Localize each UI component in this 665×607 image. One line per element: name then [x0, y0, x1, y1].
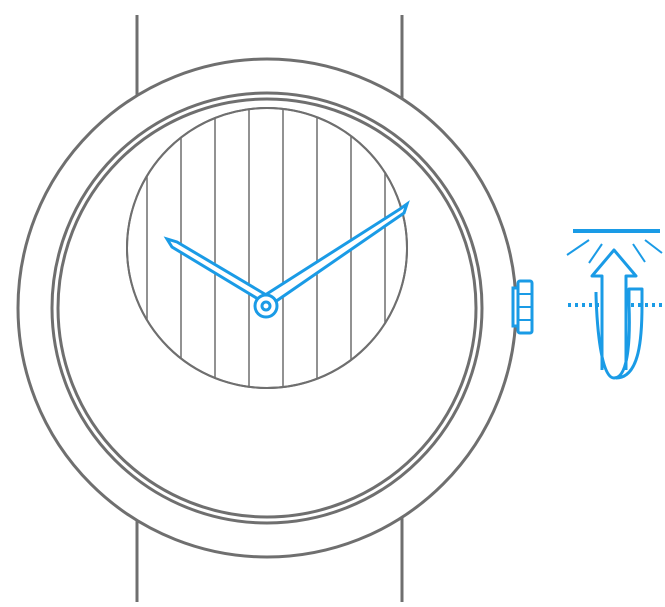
ray-3	[632, 243, 646, 263]
sub-dial-face	[126, 107, 408, 389]
watch-hands	[163, 200, 410, 319]
pressure-rays	[566, 239, 663, 264]
crown-action-indicator	[566, 229, 665, 380]
strap	[135, 15, 404, 602]
rotate-arrow-icon	[594, 287, 644, 380]
hands-pivot-inner	[260, 300, 272, 312]
ray-2	[588, 243, 603, 264]
sub-dial-rim	[126, 107, 408, 389]
ray-4	[644, 239, 663, 254]
ray-1	[566, 239, 590, 256]
push-in-arrow-icon	[590, 248, 638, 370]
crown-icon	[511, 279, 534, 335]
